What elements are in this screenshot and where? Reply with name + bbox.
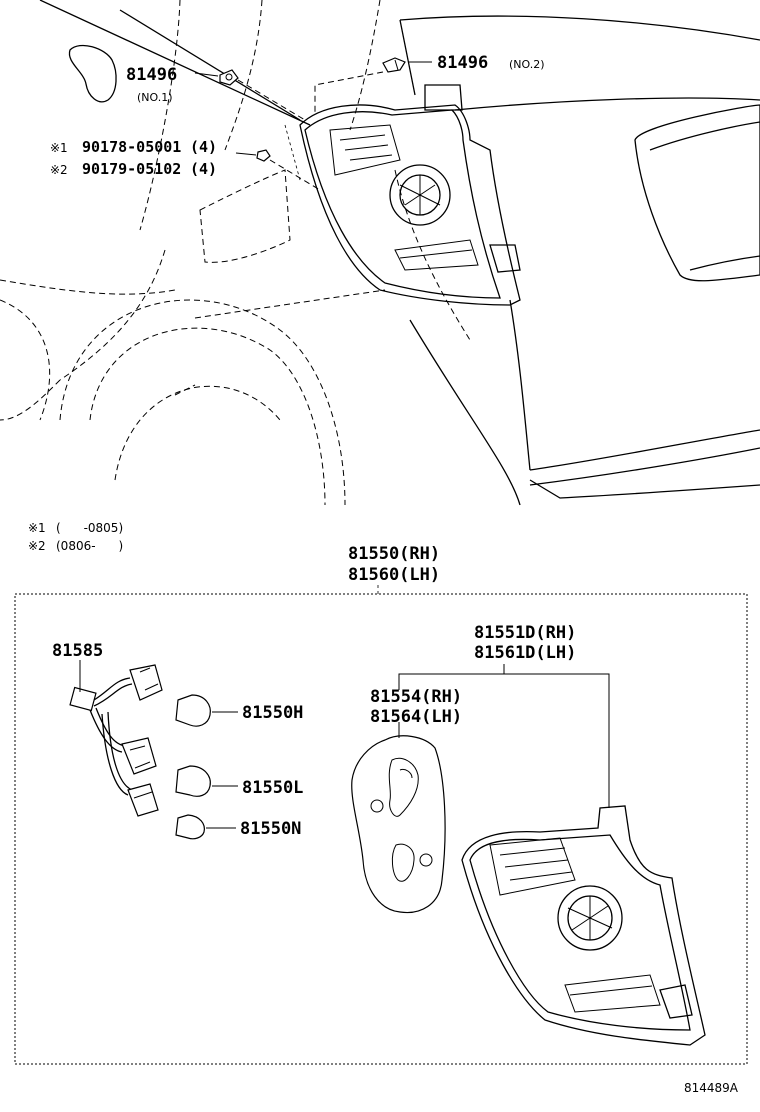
clip-no2-icon (382, 57, 406, 73)
bulb-l-icon (175, 765, 211, 797)
clip-no2-note: (NO.2) (509, 58, 545, 71)
clip-no1-icon (219, 69, 239, 86)
bulb-h-part-number: 81550H (242, 703, 303, 723)
bulb-n-part-number: 81550N (240, 819, 301, 839)
lens-lh-part-number: 81561D(LH) (474, 643, 576, 663)
clip-no1-part-number: 81496 (126, 65, 177, 85)
clip-no1-note: (NO.1) (137, 91, 173, 104)
gasket-rh-part-number: 81554(RH) (370, 687, 462, 707)
tail-lamp-lens (461, 805, 706, 1046)
screw1-qty: (4) (190, 138, 217, 156)
socket-harness (69, 664, 163, 817)
assembly-rh-label: 81550(RH) (348, 544, 440, 564)
bulb-n-icon (175, 814, 205, 840)
leader-lines-top (194, 61, 432, 191)
tail-lamp-installed (299, 84, 521, 306)
gasket (351, 735, 446, 914)
bulb-l-part-number: 81550L (242, 778, 303, 798)
screw2-part-number: 90179-05102 (82, 160, 181, 178)
screw1-mark: ※1 (50, 141, 68, 155)
screw2-mark: ※2 (50, 163, 68, 177)
assembly-lh-label: 81560(LH) (348, 565, 440, 585)
screw1-part-number: 90178-05001 (82, 138, 181, 156)
bulb-h-icon (175, 694, 211, 727)
assembly-box (14, 593, 748, 1065)
lens-rh-part-number: 81551D(RH) (474, 623, 576, 643)
note-2-mark: ※2 (28, 539, 46, 553)
socket-part-number: 81585 (52, 641, 103, 661)
note-1-mark: ※1 (28, 521, 46, 535)
gasket-lh-part-number: 81564(LH) (370, 707, 462, 727)
vehicle-body-outline (0, 0, 760, 506)
note-1-text: ( -0805) (56, 521, 123, 535)
screw-nut-icon (256, 149, 271, 162)
note-2-text: (0806- ) (56, 539, 123, 553)
clip-no2-part-number: 81496 (437, 53, 488, 73)
screw2-qty: (4) (190, 160, 217, 178)
figure-id: 814489A (684, 1081, 739, 1095)
